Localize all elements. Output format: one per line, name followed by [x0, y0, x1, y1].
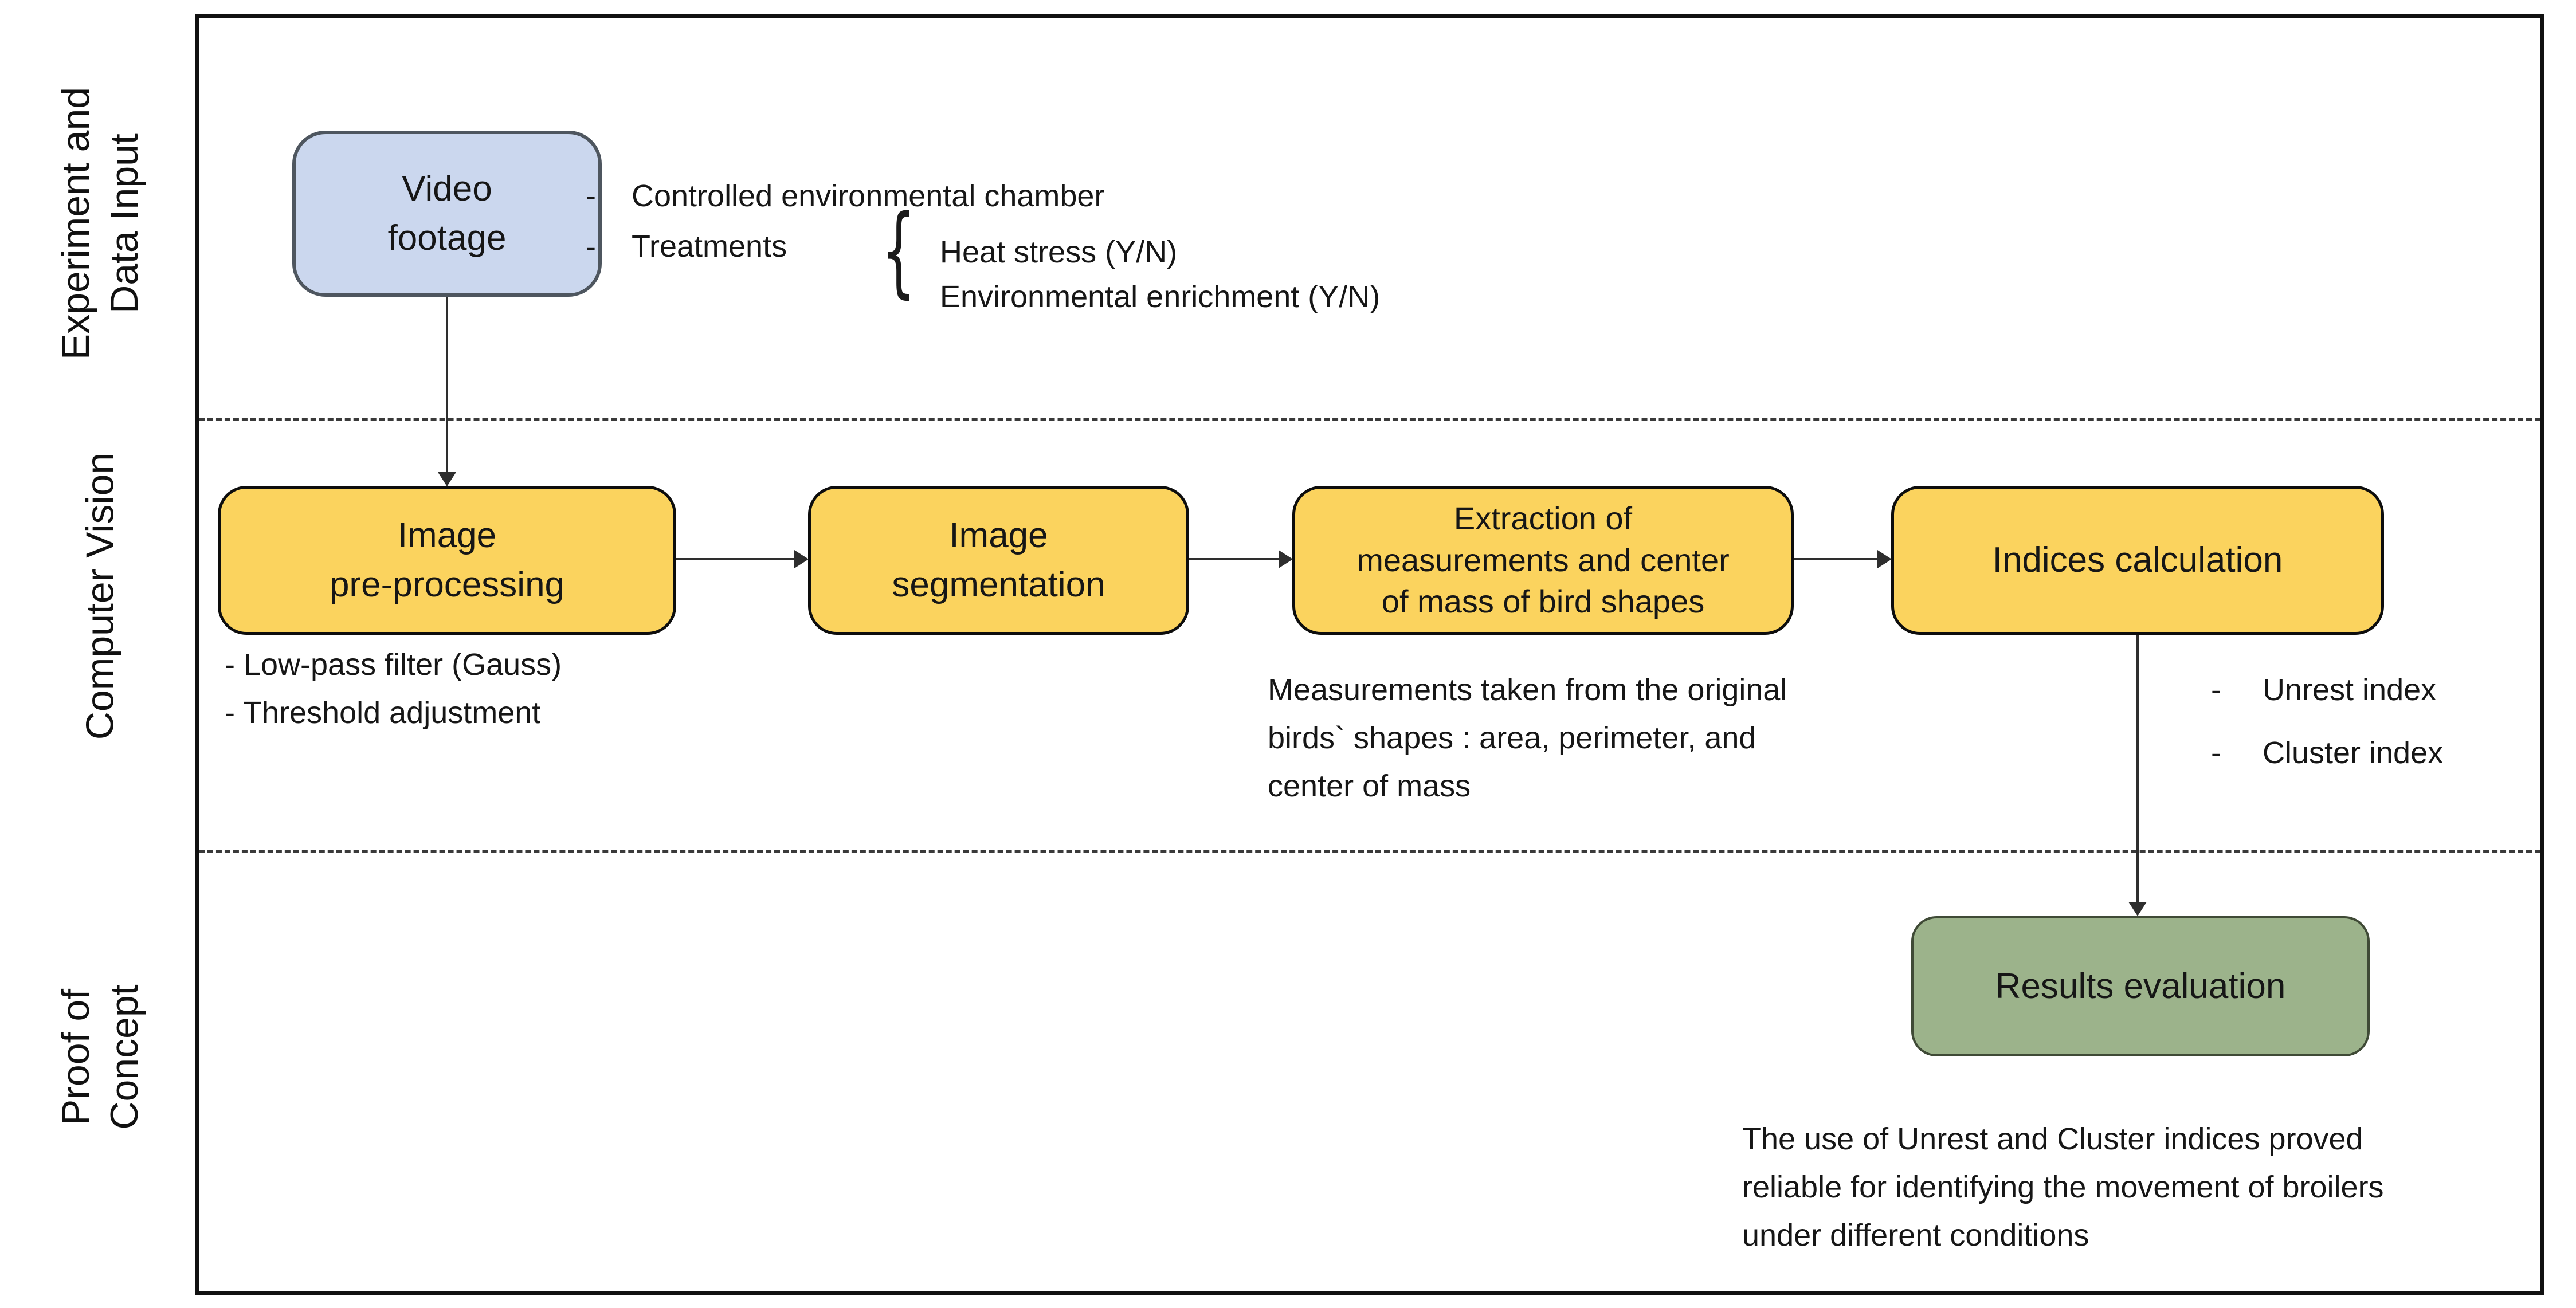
connector-video-arrowhead-icon [438, 472, 456, 486]
conclusion-note: The use of Unrest and Cluster indices pr… [1742, 1122, 2384, 1253]
extraction-measurements-node: Extraction of measurements and center of… [1292, 486, 1794, 635]
diagram-frame [195, 14, 2544, 1295]
image-segmentation-node: Image segmentation [808, 486, 1189, 635]
connector-results-arrowhead-icon [2128, 902, 2147, 916]
treatment-environmental-enrichment: Environmental enrichment (Y/N) [940, 280, 1381, 314]
lane-separator-bottom [199, 850, 2540, 853]
lane-label-proof-of-concept: Proof of Concept [54, 984, 146, 1130]
connector-segmentation-to-extraction [1189, 558, 1280, 560]
indices-notes: - Unrest index - Cluster index [2211, 666, 2443, 777]
connector-segmentation-arrowhead-icon [794, 550, 809, 568]
left-brace-icon: { [881, 193, 916, 308]
bullet-unrest-index: - Unrest index [2211, 666, 2443, 714]
preprocessing-notes: - Low-pass filter (Gauss) - Threshold ad… [225, 647, 562, 730]
results-evaluation-node: Results evaluation [1911, 916, 2370, 1056]
connector-indices-to-results [2136, 635, 2139, 904]
image-preprocessing-node: Image pre-processing [218, 486, 676, 635]
bullet-treatments: - Treatments [586, 222, 787, 270]
bullet-dash: - [586, 179, 596, 213]
connector-video-to-preprocessing [446, 297, 448, 476]
treatment-heat-stress: Heat stress (Y/N) [940, 235, 1178, 269]
connector-preprocessing-to-segmentation [676, 558, 795, 560]
bullet-dash: - [2211, 673, 2221, 707]
bullet-cluster-index: - Cluster index [2211, 729, 2443, 777]
bullet-dash: - [586, 229, 596, 264]
bullet-text: Controlled environmental chamber [631, 179, 1105, 213]
video-footage-node: Video footage [292, 131, 602, 297]
bullet-dash: - [2211, 736, 2221, 771]
lane-separator-top [199, 418, 2540, 421]
extraction-note: Measurements taken from the original bir… [1268, 673, 1787, 804]
connector-indices-arrowhead-icon [1877, 550, 1892, 568]
bullet-text: Unrest index [2262, 673, 2437, 707]
connector-extraction-arrowhead-icon [1279, 550, 1293, 568]
lane-label-experiment-data-input: Experiment and Data Input [54, 87, 146, 360]
bullet-controlled-chamber: - Controlled environmental chamber [586, 172, 1104, 220]
lane-label-computer-vision: Computer Vision [78, 452, 122, 740]
bullet-text: Cluster index [2262, 736, 2444, 771]
bullet-text: Treatments [631, 229, 787, 264]
connector-extraction-to-indices [1794, 558, 1879, 560]
indices-calculation-node: Indices calculation [1891, 486, 2384, 635]
